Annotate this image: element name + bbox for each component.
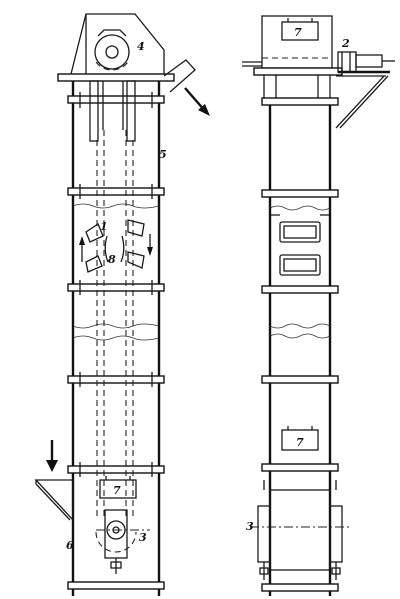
head-guides <box>89 80 136 142</box>
left-view: 4 5 1 8 7 6 3 <box>34 13 210 596</box>
buckets <box>79 219 153 273</box>
boot <box>34 440 165 590</box>
label-bucket: 1 <box>100 220 108 233</box>
head-housing <box>57 13 210 116</box>
casing <box>67 81 165 596</box>
label-hatch-top: 7 <box>294 26 302 39</box>
side-head <box>242 15 395 129</box>
label-hatch-side: 7 <box>296 436 304 449</box>
label-casing: 5 <box>159 148 167 161</box>
label-hatch-left: 7 <box>113 484 121 497</box>
side-boot <box>250 480 352 592</box>
right-view: 7 2 7 3 <box>242 15 395 596</box>
belt <box>96 130 134 520</box>
label-head: 4 <box>137 40 145 53</box>
label-boot: 6 <box>66 539 74 552</box>
side-casing <box>261 97 339 596</box>
label-belt: 8 <box>108 253 116 266</box>
label-tension-left: 3 <box>139 531 147 544</box>
label-drive: 2 <box>341 37 350 50</box>
label-tension-right: 3 <box>246 520 254 533</box>
